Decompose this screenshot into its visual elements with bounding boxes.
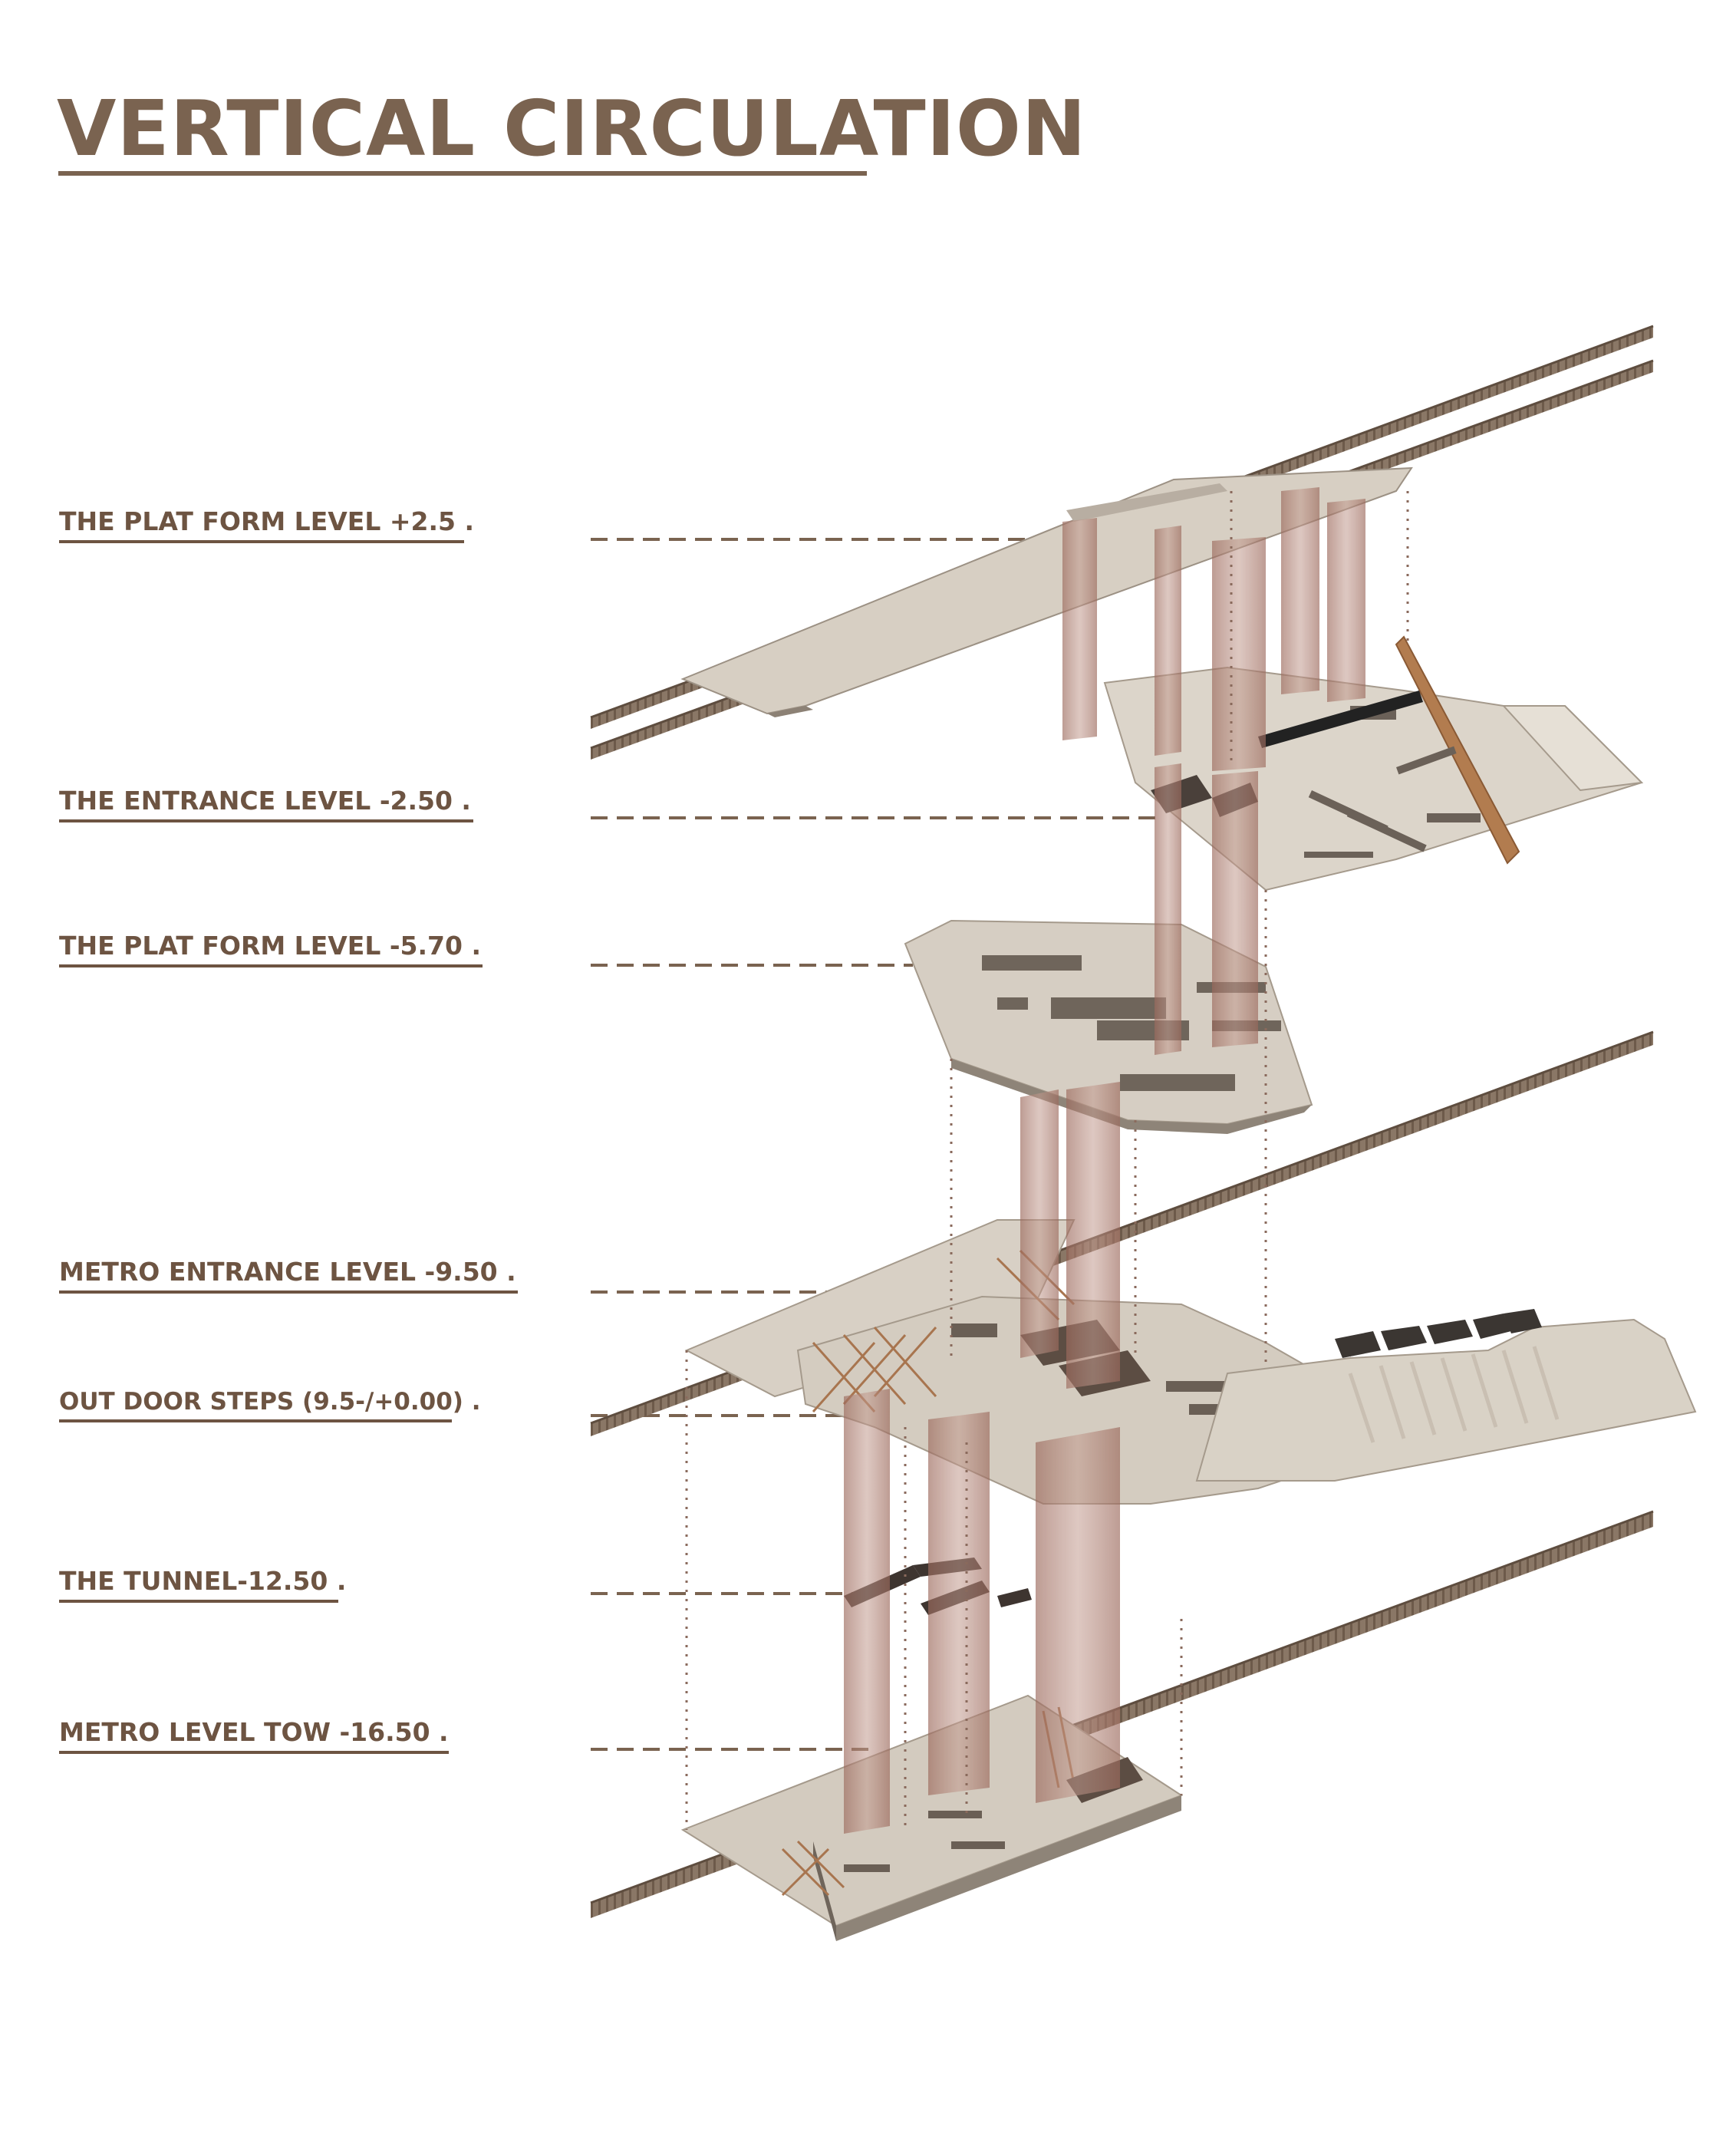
level-label-platform-minus-5-70: THE PLAT FORM LEVEL -5.70 . (59, 931, 481, 961)
title-underline (58, 171, 867, 176)
core-8 (1020, 1089, 1059, 1358)
level-label-entrance-minus-2-50: THE ENTRANCE LEVEL -2.50 . (59, 786, 471, 816)
core-12 (1036, 1427, 1120, 1803)
label-underline (59, 819, 473, 822)
core-4 (1281, 487, 1319, 694)
leader-lines (591, 538, 1365, 1751)
vertical-cores (844, 487, 1365, 1834)
platform-minus-5-70-slab (904, 919, 1313, 1134)
level-label-tunnel-minus-12-50: THE TUNNEL-12.50 . (59, 1566, 347, 1596)
core-9 (1066, 1082, 1120, 1389)
entrance-level-slab (1103, 635, 1644, 892)
label-underline (59, 540, 464, 543)
label-underline (59, 964, 483, 967)
level-label-metro-level-two-minus-16-50: METRO LEVEL TOW -16.50 . (59, 1717, 449, 1747)
core-3 (1212, 537, 1266, 771)
platform-plus-2-5-slab (680, 466, 1413, 717)
level-label-metro-entrance-minus-9-50: METRO ENTRANCE LEVEL -9.50 . (59, 1257, 516, 1287)
core-7 (1212, 771, 1258, 1047)
core-5 (1327, 499, 1365, 702)
page-title: VERTICAL CIRCULATION (57, 84, 1087, 173)
label-underline (59, 1751, 449, 1754)
outdoor-steps-slab (1195, 1309, 1697, 1482)
label-underline (59, 1419, 452, 1422)
level-label-platform-plus-2-5: THE PLAT FORM LEVEL +2.5 . (59, 506, 474, 536)
core-1 (1062, 518, 1097, 740)
core-2 (1155, 526, 1181, 756)
core-10 (844, 1389, 890, 1834)
core-6 (1155, 763, 1181, 1055)
level-label-outdoor-steps: OUT DOOR STEPS (9.5-/+0.00) . (59, 1388, 481, 1416)
label-underline (59, 1290, 518, 1294)
core-11 (928, 1412, 990, 1795)
label-underline (59, 1600, 338, 1603)
dotted-guides (685, 491, 1409, 1830)
